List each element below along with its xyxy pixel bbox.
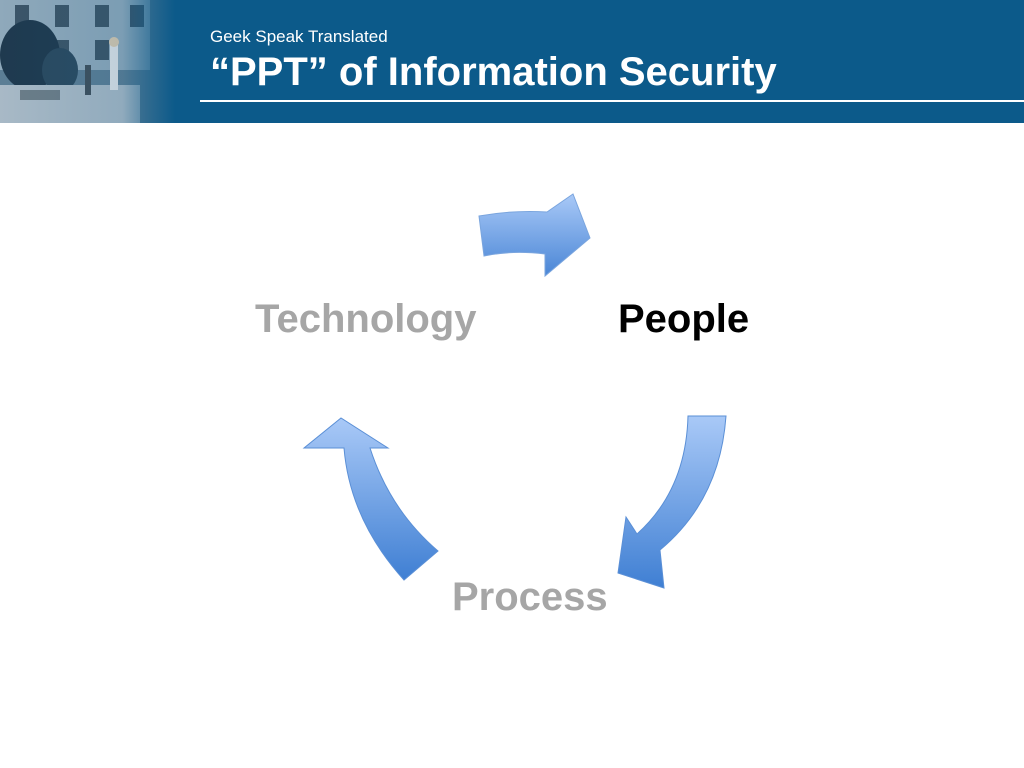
arrow-process-to-technology: [302, 417, 439, 581]
slide-title: “PPT” of Information Security: [210, 50, 777, 94]
title-divider: [200, 100, 1024, 102]
cycle-label-technology: Technology: [255, 297, 477, 341]
arrow-people-to-process: [617, 415, 727, 589]
cycle-label-process: Process: [452, 575, 608, 619]
slide-header: Geek Speak Translated “PPT” of Informati…: [0, 0, 1024, 123]
slide-subtitle: Geek Speak Translated: [210, 27, 388, 46]
cycle-label-people: People: [618, 297, 750, 341]
cycle-arrows: [302, 193, 727, 589]
arrow-technology-to-people: [478, 193, 591, 278]
campus-photo: [0, 0, 175, 123]
